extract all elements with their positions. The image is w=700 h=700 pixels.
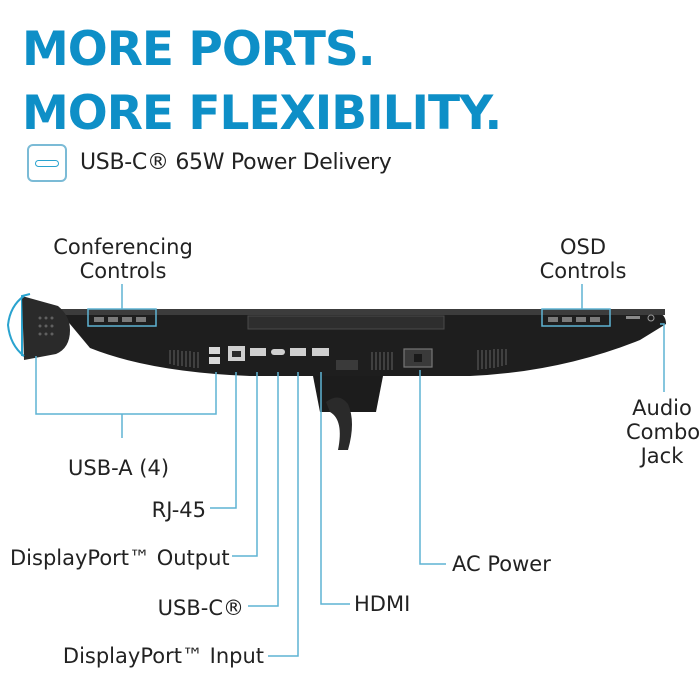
label-audio-line3: Jack (640, 444, 684, 468)
audio-jack-port (647, 314, 655, 322)
left-vents (169, 350, 199, 368)
center-recess (247, 315, 445, 330)
label-osd-controls: OSD Controls (528, 235, 638, 283)
label-audio-combo-jack: Audio Combo Jack (626, 396, 700, 468)
headline-line-1: MORE PORTS. (22, 22, 376, 77)
label-conferencing-line1: Conferencing (53, 235, 193, 259)
label-conferencing-line2: Controls (79, 259, 167, 283)
label-displayport-output: DisplayPort™ Output (10, 546, 230, 570)
label-usb-c: USB-C® (157, 596, 244, 620)
leader-lines (35, 284, 665, 657)
osd-buttons (548, 317, 600, 322)
label-hdmi: HDMI (354, 592, 411, 616)
hdmi-port (312, 348, 329, 356)
feature-text: USB-C® 65W Power Delivery (80, 150, 392, 175)
displayport-input-port (290, 348, 306, 356)
label-rj45: RJ-45 (151, 498, 206, 522)
label-osd-line1: OSD (559, 235, 607, 259)
label-audio-line1: Audio (632, 396, 692, 420)
label-audio-line2: Combo (626, 420, 700, 444)
side-zoom (22, 296, 70, 360)
label-usb-a: USB-A (4) (68, 456, 170, 480)
displayport-output-port (250, 348, 266, 356)
usb-c-port (271, 349, 285, 355)
label-ac-power: AC Power (452, 552, 551, 576)
audio-jack-icon (626, 316, 640, 319)
conferencing-buttons (94, 317, 146, 322)
headline-line-2: MORE FLEXIBILITY. (22, 86, 502, 141)
monitor-bezel (60, 309, 665, 315)
right-vents (371, 349, 507, 370)
usb-c-port-icon (27, 144, 67, 182)
label-displayport-input: DisplayPort™ Input (62, 644, 264, 668)
stand-mount (336, 360, 358, 370)
usb-a-ports (209, 347, 220, 364)
label-conferencing-controls: Conferencing Controls (40, 235, 206, 283)
label-osd-line2: Controls (539, 259, 627, 283)
